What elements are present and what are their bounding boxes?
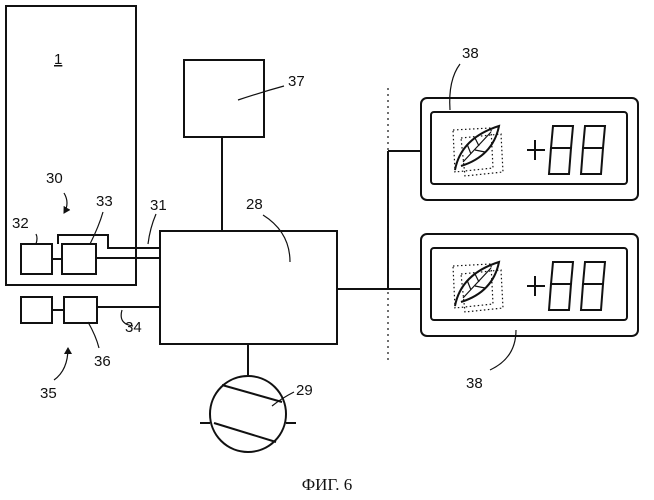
ref-label-housing: 1 [54, 51, 62, 68]
ref-label-36: 36 [94, 353, 111, 370]
box-35 [21, 297, 52, 323]
ref-label-32: 32 [12, 215, 29, 232]
figure-caption: ФИГ. 6 [302, 475, 353, 494]
box-33 [62, 244, 96, 274]
ref-label-38-top: 38 [462, 45, 479, 62]
box-37: 37 [184, 60, 305, 231]
ref-label-28: 28 [246, 196, 263, 213]
assembly-35: 36 34 35 [21, 297, 160, 402]
fan-29: 29 [200, 344, 313, 452]
display-bus [337, 88, 431, 360]
display-panel-bottom [421, 234, 638, 336]
ref-label-29: 29 [296, 382, 313, 399]
ref-label-33: 33 [96, 193, 113, 210]
ref-label-38-bottom: 38 [466, 375, 483, 392]
ref-label-37: 37 [288, 73, 305, 90]
ref-label-35: 35 [40, 385, 57, 402]
box-32 [21, 244, 52, 274]
controller-28: 28 [160, 196, 337, 344]
ref-label-31: 31 [150, 197, 167, 214]
display-panel-top [421, 98, 638, 200]
ref-label-34: 34 [125, 319, 142, 336]
ref-label-30: 30 [46, 170, 63, 187]
box-36 [64, 297, 97, 323]
